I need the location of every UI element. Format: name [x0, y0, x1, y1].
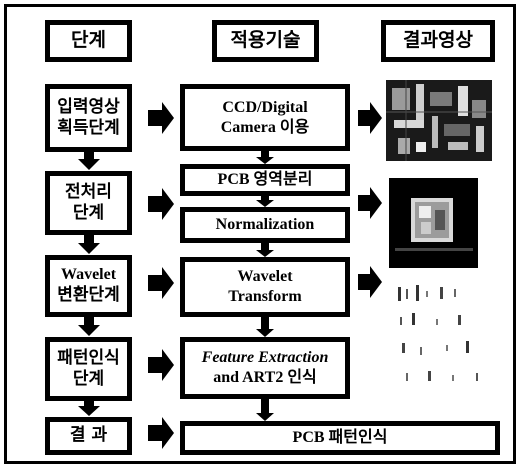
arrow-right-6 [358, 102, 382, 134]
diagram-frame [4, 4, 516, 464]
stage-preprocessing: 전처리 단계 [45, 171, 132, 235]
arrow-down-3 [78, 317, 100, 336]
stage-recognition: 패턴인식 단계 [45, 337, 132, 401]
header-result-image-label: 결과영상 [403, 29, 473, 52]
technique-camera-line2: Camera 이용 [220, 118, 310, 136]
technique-wavelet: Wavelet Transform [180, 257, 350, 317]
header-result-image: 결과영상 [381, 20, 495, 62]
technique-wavelet-line1: Wavelet [237, 268, 293, 285]
stage-wavelet: Wavelet 변환단계 [45, 255, 132, 317]
header-technique-label: 적용기술 [230, 29, 301, 52]
technique-pcb-region: PCB 영역분리 [180, 164, 350, 196]
arrow-right-7 [358, 187, 382, 219]
arrow-right-4 [148, 349, 174, 381]
technique-feature-line1: Feature Extraction [201, 349, 329, 366]
arrow-down-7 [256, 243, 274, 257]
arrow-down-5 [256, 151, 274, 164]
stage-preprocessing-line1: 전처리 [65, 181, 112, 202]
stage-result: 결 과 [45, 417, 132, 455]
stage-recognition-line2: 단계 [72, 369, 105, 389]
stage-acquisition-line2: 획득단계 [57, 118, 120, 138]
normalized-pcb-image [389, 178, 478, 268]
arrow-right-1 [148, 102, 174, 134]
arrow-down-6 [256, 196, 274, 207]
technique-camera: CCD/Digital Camera 이용 [180, 84, 350, 151]
arrow-down-9 [256, 399, 274, 421]
wavelet-coefficients-image [396, 283, 488, 393]
stage-preprocessing-line2: 단계 [72, 203, 105, 223]
stage-result-label: 결 과 [69, 425, 108, 446]
stage-recognition-line1: 패턴인식 [57, 347, 120, 368]
technique-feature: Feature Extraction and ART2 인식 [180, 337, 350, 399]
pcb-photo-image [386, 80, 492, 161]
technique-wavelet-line2: Transform [228, 288, 302, 305]
stage-wavelet-line2: 변환단계 [57, 285, 120, 306]
arrow-down-2 [78, 235, 100, 254]
stage-acquisition: 입력영상 획득단계 [45, 84, 132, 152]
arrow-right-8 [358, 266, 382, 298]
technique-camera-line1: CCD/Digital [222, 98, 308, 116]
technique-result: PCB 패턴인식 [180, 421, 500, 455]
technique-normalization-label: Normalization [215, 216, 315, 233]
technique-pcb-region-label: PCB 영역분리 [217, 171, 313, 188]
arrow-down-8 [256, 317, 274, 337]
arrow-down-1 [78, 152, 100, 170]
stage-wavelet-line1: Wavelet [60, 266, 117, 284]
header-technique: 적용기술 [212, 20, 319, 62]
arrow-right-3 [148, 267, 174, 299]
header-stage: 단계 [45, 20, 132, 62]
stage-acquisition-line1: 입력영상 [57, 96, 120, 117]
technique-normalization: Normalization [180, 207, 350, 243]
arrow-right-5 [148, 417, 174, 449]
header-stage-label: 단계 [71, 29, 106, 52]
technique-result-label: PCB 패턴인식 [292, 429, 388, 446]
technique-feature-line2: and ART2 인식 [213, 369, 317, 386]
arrow-right-2 [148, 188, 174, 220]
arrow-down-4 [78, 401, 100, 416]
